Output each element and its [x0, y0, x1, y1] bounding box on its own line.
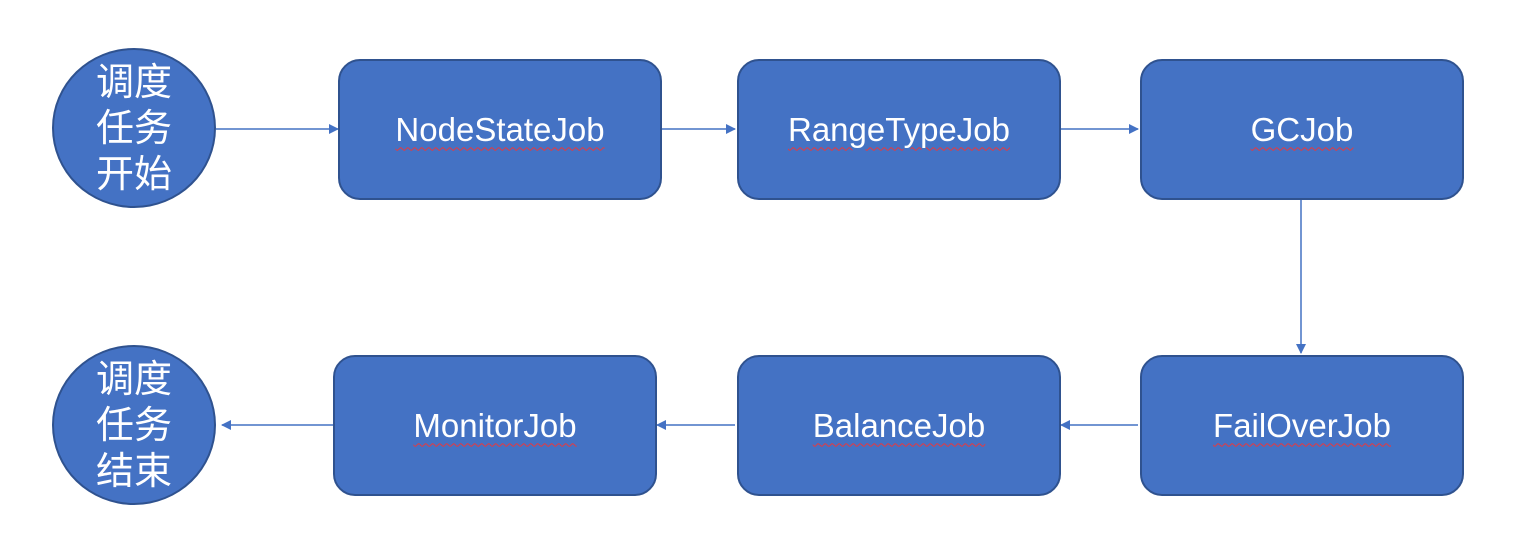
end-node-line3: 结束: [95, 449, 172, 493]
start-node-line1: 调度: [95, 60, 172, 104]
node-state-job-node: NodeStateJob: [338, 59, 662, 200]
balance-job-node: BalanceJob: [737, 355, 1061, 496]
gc-job-label: GCJob: [1250, 110, 1354, 148]
balance-job-label: BalanceJob: [812, 406, 986, 444]
end-node-line1: 调度: [95, 357, 172, 401]
monitor-job-label: MonitorJob: [413, 406, 577, 444]
monitor-job-node: MonitorJob: [333, 355, 657, 496]
range-type-job-node: RangeTypeJob: [737, 59, 1061, 200]
end-node-line2: 任务: [95, 403, 172, 447]
end-node: 调度 任务 结束: [52, 345, 216, 505]
start-node-line2: 任务: [95, 106, 172, 150]
fail-over-job-label: FailOverJob: [1213, 406, 1391, 444]
range-type-job-label: RangeTypeJob: [788, 110, 1010, 148]
start-node: 调度 任务 开始: [52, 48, 216, 208]
start-node-line3: 开始: [95, 152, 172, 196]
fail-over-job-node: FailOverJob: [1140, 355, 1464, 496]
gc-job-node: GCJob: [1140, 59, 1464, 200]
node-state-job-label: NodeStateJob: [395, 110, 605, 148]
